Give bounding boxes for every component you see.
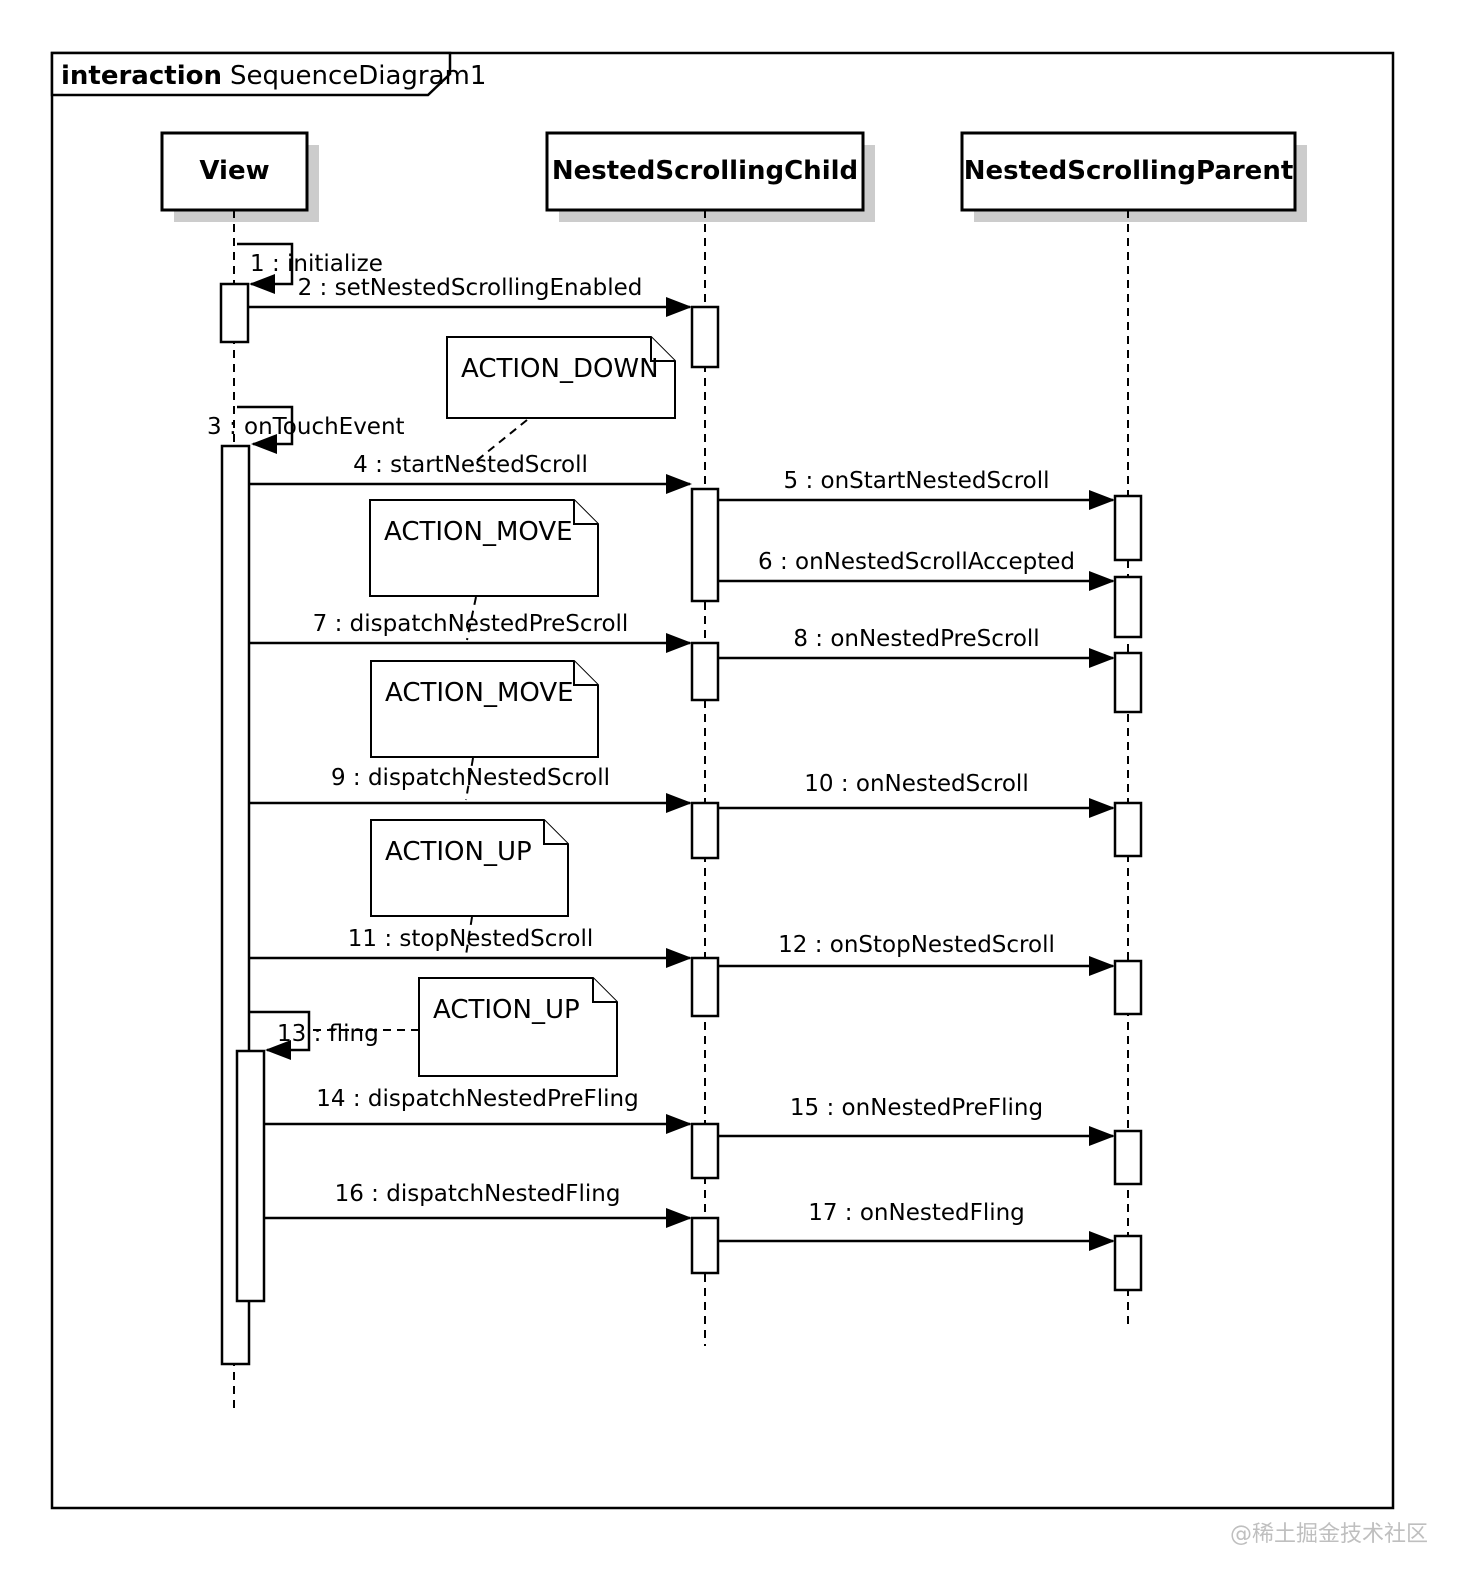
note-4-box [418, 977, 618, 1077]
note-1-label: ACTION_MOVE [384, 517, 573, 547]
message-8-label: 8 : onNestedPreScroll [793, 626, 1039, 652]
message-13-label: 13 : fling [277, 1021, 379, 1047]
message-13-arrowhead [265, 1040, 291, 1060]
message-8-arrowhead [1089, 648, 1115, 668]
activation-bar-view-0 [219, 282, 250, 344]
activation-bar-parent-16 [1113, 1234, 1143, 1292]
note-2-fold-corner [573, 661, 598, 686]
note-1-connector [466, 596, 477, 641]
message-2-arrowhead [666, 297, 692, 317]
lifeline-parent-header [960, 131, 1297, 212]
message-6-arrowhead [1089, 571, 1115, 591]
note-0-fold-corner [650, 337, 675, 362]
message-17-arrowhead [1089, 1231, 1115, 1251]
activation-bar-parent-13 [1113, 801, 1143, 858]
activation-bar-parent-14 [1113, 959, 1143, 1016]
lifeline-child-label: NestedScrollingChild [552, 156, 858, 186]
note-4-fold-corner [592, 978, 617, 1003]
activation-bar-child-6 [690, 801, 720, 860]
note-3-connector [465, 916, 473, 956]
note-0-connector [469, 419, 528, 467]
lifeline-child-header [545, 131, 865, 212]
note-0-label: ACTION_DOWN [461, 354, 659, 384]
message-4-arrowhead [666, 474, 692, 494]
message-5-arrowhead [1089, 490, 1115, 510]
activation-bar-child-5 [690, 641, 720, 702]
activation-bar-parent-15 [1113, 1129, 1143, 1186]
activation-bar-view-2 [235, 1049, 266, 1303]
message-16-arrowhead [666, 1208, 692, 1228]
message-7-label: 7 : dispatchNestedPreScroll [313, 611, 629, 637]
message-5-label: 5 : onStartNestedScroll [784, 468, 1050, 494]
message-1-label: 1 : initialize [250, 251, 383, 277]
message-12-arrowhead [1089, 956, 1115, 976]
message-9-arrowhead [666, 793, 692, 813]
activation-bar-child-8 [690, 1122, 720, 1180]
note-4-label: ACTION_UP [433, 995, 580, 1025]
message-14-label: 14 : dispatchNestedPreFling [316, 1086, 638, 1112]
message-6-label: 6 : onNestedScrollAccepted [758, 549, 1075, 575]
message-1-arrowhead [249, 274, 275, 294]
activation-bar-child-7 [690, 956, 720, 1018]
note-0-box [446, 336, 676, 419]
lifeline-parent-label: NestedScrollingParent [964, 156, 1294, 186]
note-connectors-layer [310, 419, 528, 1031]
message-10-label: 10 : onNestedScroll [804, 771, 1028, 797]
note-3-box [370, 819, 569, 917]
activation-bar-parent-12 [1113, 651, 1143, 714]
message-11-label: 11 : stopNestedScroll [348, 926, 593, 952]
notes-layer: ACTION_DOWN ACTION_MOVE ACTION_MOVE ACTION_… [369, 336, 676, 1077]
note-1-fold-corner [573, 500, 598, 525]
activation-bar-child-9 [690, 1216, 720, 1275]
message-12-label: 12 : onStopNestedScroll [778, 932, 1055, 958]
interaction-frame-title-tab [50, 51, 452, 97]
message-7-arrowhead [666, 633, 692, 653]
activation-bar-parent-10 [1113, 494, 1143, 562]
note-1-box [369, 499, 599, 597]
activation-bar-child-4 [690, 487, 720, 603]
note-2-connector [465, 757, 474, 801]
message-3-label: 3 : onTouchEvent [207, 414, 405, 440]
message-11-arrowhead [666, 948, 692, 968]
message-14-arrowhead [666, 1114, 692, 1134]
frame-title: SequenceDiagram1 [230, 61, 486, 91]
message-17-label: 17 : onNestedFling [808, 1200, 1025, 1226]
interaction-frame-border [50, 51, 1395, 1510]
activations-layer [219, 282, 1143, 1366]
watermark: @稀土掘金技术社区 [1230, 1522, 1428, 1547]
message-2-label: 2 : setNestedScrollingEnabled [298, 275, 643, 301]
message-3-arrowhead [251, 434, 277, 454]
note-2-box [370, 660, 599, 758]
activation-bar-child-3 [690, 305, 720, 369]
frame-keyword: interaction [61, 61, 222, 91]
lifeline-view-label: View [199, 156, 269, 186]
lifeline-headers-layer: View NestedScrollingChild NestedScrollingP… [160, 131, 1307, 222]
note-3-label: ACTION_UP [385, 837, 532, 867]
message-15-arrowhead [1089, 1126, 1115, 1146]
note-3-fold-corner [543, 820, 568, 845]
activation-bar-parent-11 [1113, 575, 1143, 639]
message-16-label: 16 : dispatchNestedFling [335, 1181, 621, 1207]
note-2-label: ACTION_MOVE [385, 678, 574, 708]
message-15-label: 15 : onNestedPreFling [790, 1095, 1043, 1121]
message-10-arrowhead [1089, 798, 1115, 818]
